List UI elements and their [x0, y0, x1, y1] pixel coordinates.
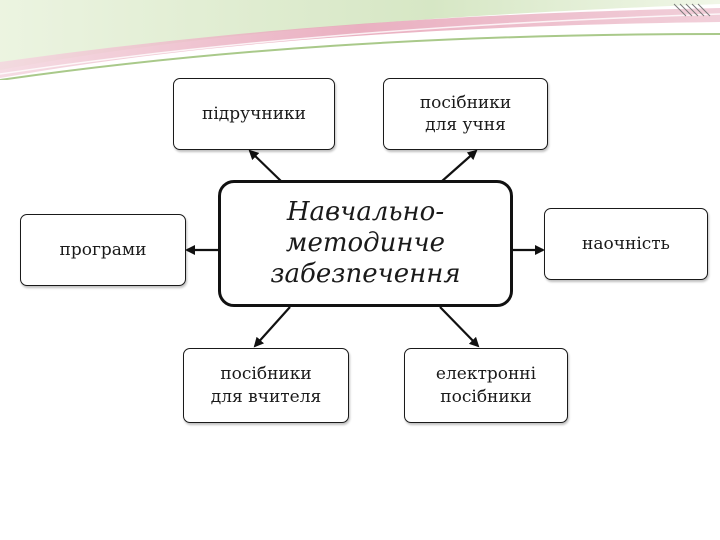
node-electronic-manuals: електронні посібники — [404, 348, 568, 423]
node-visual-aids: наочність — [544, 208, 708, 280]
central-node: Навчально- методинче забезпечення — [218, 180, 513, 307]
arrow-to-teacher-manuals — [255, 307, 290, 346]
central-title-line-2: методинче — [286, 228, 445, 259]
node-textbooks: підручники — [173, 78, 335, 150]
central-title-line-3: забезпечення — [270, 259, 460, 290]
arrow-to-student-manuals — [441, 151, 476, 182]
node-teacher-manuals: посібники для вчителя — [183, 348, 349, 423]
node-programs: програми — [20, 214, 186, 286]
node-student-manuals: посібники для учня — [383, 78, 548, 150]
arrow-to-textbooks — [250, 151, 282, 182]
central-title-line-1: Навчально- — [287, 197, 444, 228]
arrow-to-electronic-manuals — [440, 307, 478, 346]
